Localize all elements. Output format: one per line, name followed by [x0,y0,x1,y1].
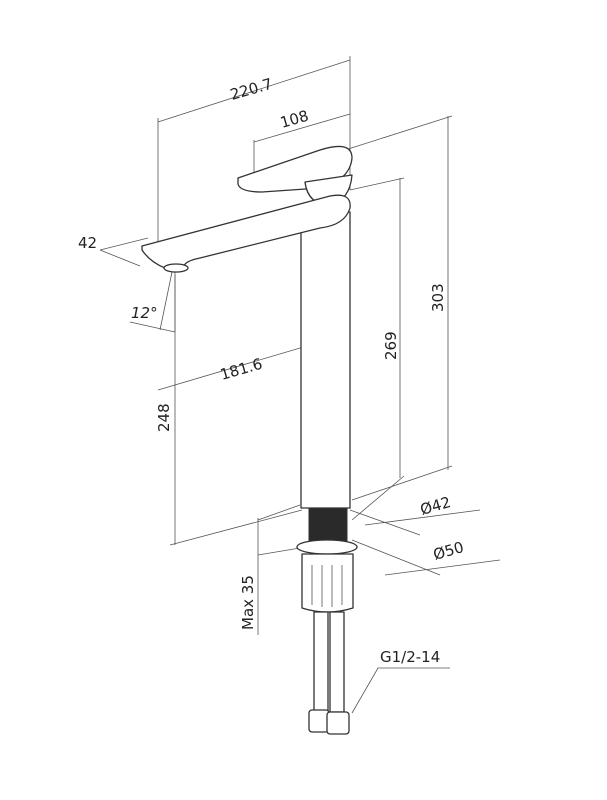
label-max-deck-thickness: Max 35 [239,575,257,630]
base-ring [296,539,358,555]
hose-left [313,611,329,713]
label-spout-reach: 181.6 [218,355,264,384]
label-spout-height: 248 [155,403,173,432]
label-spout-thickness: 42 [78,234,97,252]
tap-body [141,145,358,735]
label-body-height: 269 [382,331,400,360]
label-handle-length: 108 [278,107,310,132]
spout [141,194,351,271]
label-overall-height: 303 [429,283,447,312]
hose-right [329,611,345,713]
label-base-diameter: Ø50 [431,538,466,564]
label-hose-thread: G1/2-14 [380,648,440,666]
fixing-nut [301,553,354,613]
tap-column [300,211,351,509]
label-spout-angle: 12° [131,304,158,322]
hose-nut-right [326,711,350,735]
label-body-diameter: Ø42 [418,493,453,519]
thread-shank [308,507,348,545]
label-overall-reach: 220.7 [228,75,274,104]
aerator [163,263,189,273]
hose-nut-left [308,709,330,733]
dimension-lines [99,56,501,714]
